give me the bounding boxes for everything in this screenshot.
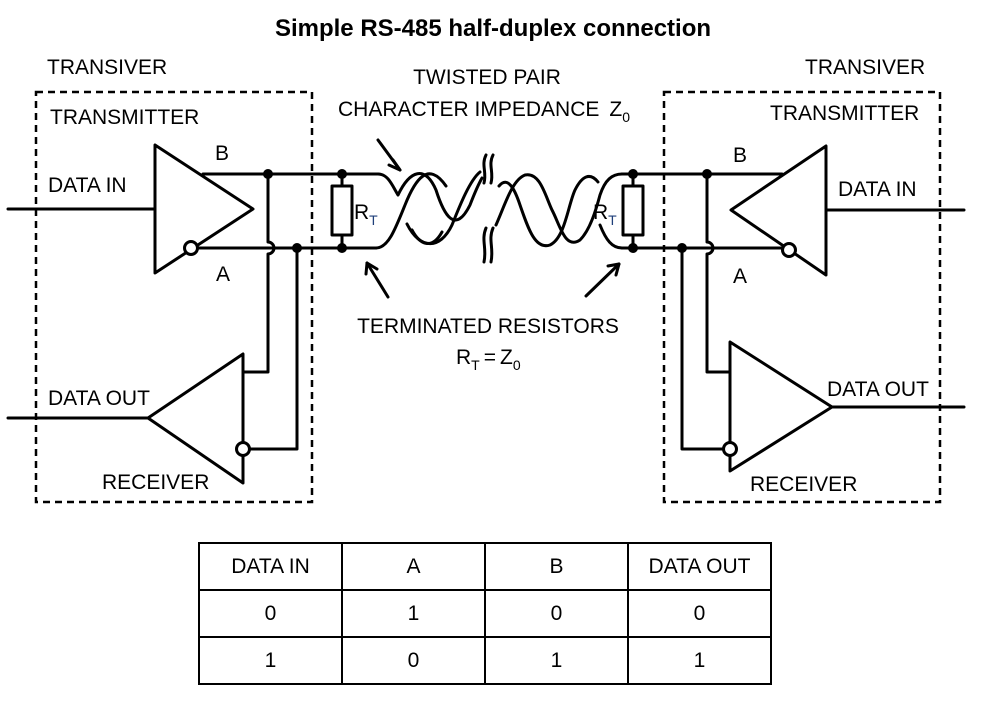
cell-a: 1	[341, 589, 486, 638]
left-b-junction	[263, 169, 273, 179]
left-a-to-receiver-wire	[247, 246, 299, 451]
left-resistor-pointer-arrowhead	[364, 261, 379, 276]
cable-break-bottom	[482, 226, 495, 264]
left-transmitter-symbol	[153, 143, 255, 275]
right-b-junction	[702, 169, 712, 179]
resistor-equation: RT=Z0	[456, 346, 521, 373]
twisted-pair-label: TWISTED PAIR	[413, 66, 561, 89]
terminated-resistors-callout: TERMINATED RESISTORS RT=Z0	[357, 261, 621, 373]
left-receiver-label: RECEIVER	[102, 471, 209, 494]
right-b-to-receiver-wire	[705, 172, 732, 374]
twist-strand-1	[376, 172, 484, 222]
right-a-to-receiver-wire	[680, 246, 726, 451]
right-line-a-label: A	[733, 265, 747, 288]
right-transmitter-inverting-bubble	[781, 242, 797, 258]
right-transceiver-boundary	[662, 90, 942, 504]
right-data-out-label: DATA OUT	[827, 378, 929, 401]
twist-strand-3	[410, 228, 444, 245]
truth-table: DATA IN A B DATA OUT 0 1 0 0 1 0 1 1	[198, 542, 772, 685]
left-receiver-symbol	[146, 352, 245, 485]
right-resistor-pointer-arrowhead	[606, 262, 621, 277]
header-b: B	[484, 542, 629, 591]
right-receiver-symbol	[728, 340, 834, 473]
table-row: 1 0 1 1	[198, 636, 772, 685]
left-terminating-resistor: RT	[330, 169, 378, 253]
right-resistor-body	[621, 184, 645, 237]
left-data-in-label: DATA IN	[48, 174, 127, 197]
cell-b: 0	[484, 589, 629, 638]
right-receiver-inverting-bubble	[722, 441, 738, 457]
right-a-junction	[677, 243, 687, 253]
left-a-junction	[292, 243, 302, 253]
terminated-resistors-label: TERMINATED RESISTORS	[357, 315, 619, 338]
table-row: 0 1 0 0	[198, 589, 772, 638]
header-a: A	[341, 542, 486, 591]
twist-strand-4	[494, 172, 624, 244]
cell-data-out: 0	[627, 589, 772, 638]
right-transmitter-label: TRANSMITTER	[770, 102, 919, 125]
right-line-b-label: B	[733, 144, 747, 167]
left-resistor-label: RT	[354, 201, 378, 228]
header-data-out: DATA OUT	[627, 542, 772, 591]
cell-data-out: 1	[627, 636, 772, 685]
right-receiver-label: RECEIVER	[750, 473, 857, 496]
left-line-a-label: A	[216, 263, 230, 286]
left-resistor-body	[330, 184, 354, 237]
cell-data-in: 1	[198, 636, 343, 685]
left-transmitter-label: TRANSMITTER	[50, 106, 199, 129]
right-transceiver: TRANSIVER TRANSMITTER B DATA IN A DATA O…	[662, 56, 966, 504]
left-transceiver: TRANSIVER TRANSMITTER DATA IN B A DATA O…	[6, 56, 380, 504]
right-data-in-label: DATA IN	[838, 178, 917, 201]
right-transceiver-label: TRANSIVER	[805, 56, 925, 79]
header-data-in: DATA IN	[198, 542, 343, 591]
left-transceiver-label: TRANSIVER	[47, 56, 167, 79]
right-resistor-pointer-arrow	[584, 262, 621, 298]
cell-a: 0	[341, 636, 486, 685]
left-line-b-label: B	[215, 142, 229, 165]
cable-pointer-arrowhead	[387, 158, 402, 172]
left-b-to-receiver-wire	[241, 172, 276, 374]
right-terminating-resistor: RT	[593, 169, 795, 253]
cell-data-in: 0	[198, 589, 343, 638]
left-data-out-label: DATA OUT	[48, 387, 150, 410]
cable-break-top	[482, 153, 495, 185]
left-transmitter-inverting-bubble	[183, 240, 199, 256]
cell-b: 1	[484, 636, 629, 685]
truth-table-header-row: DATA IN A B DATA OUT	[198, 542, 772, 591]
left-resistor-pointer-arrow	[365, 261, 390, 299]
right-resistor-label: RT	[593, 201, 617, 228]
twist-strand-5	[497, 174, 624, 250]
diagram-title: Simple RS-485 half-duplex connection	[275, 15, 711, 42]
left-receiver-inverting-bubble	[235, 441, 251, 457]
left-transceiver-boundary	[34, 90, 314, 504]
